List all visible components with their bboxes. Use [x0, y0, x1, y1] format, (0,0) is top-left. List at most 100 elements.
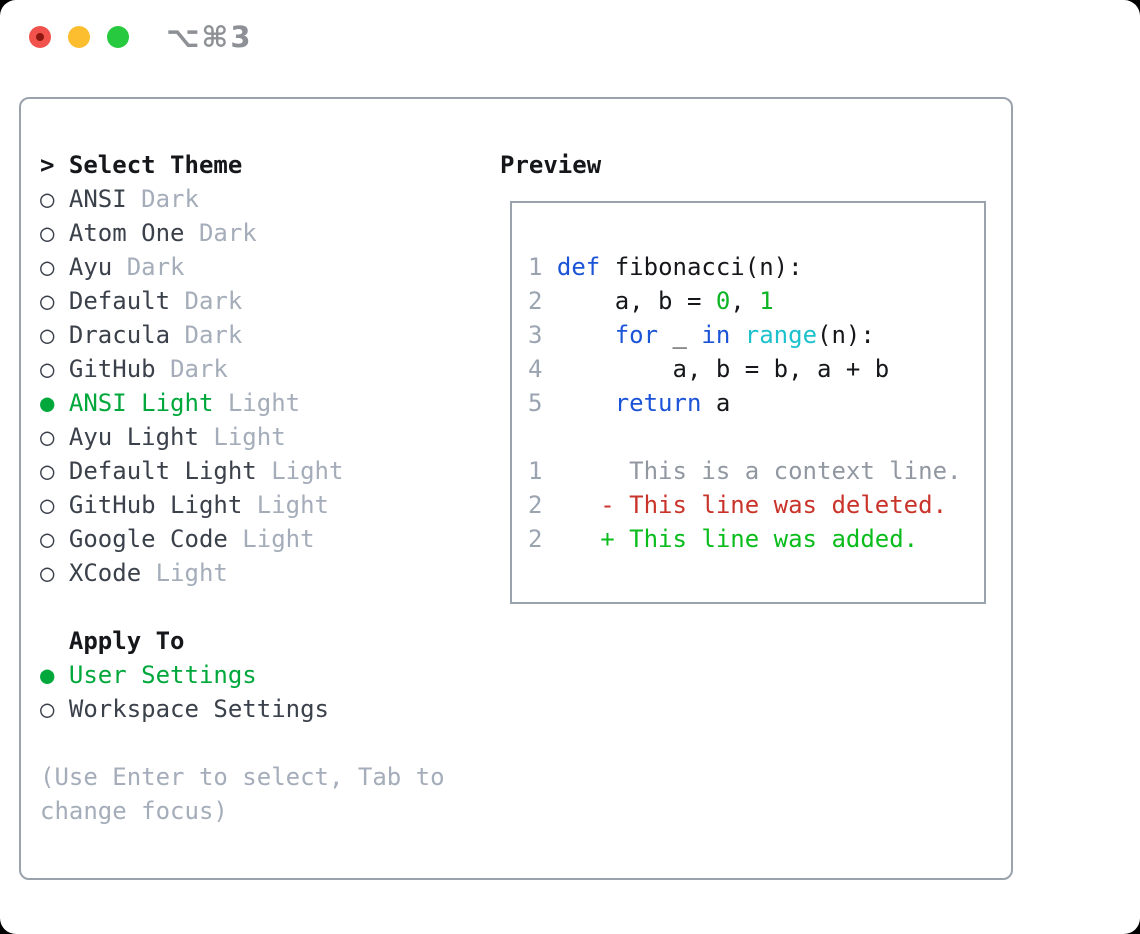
preview-header: Preview [500, 151, 602, 179]
theme-option-dracula[interactable]: ○ Dracula Dark [40, 318, 343, 352]
diff-line: 2 - This line was deleted. [528, 488, 961, 522]
theme-option-github[interactable]: ○ GitHub Dark [40, 352, 343, 386]
theme-name: ANSI [68, 185, 142, 213]
apply-section: Apply To ● User Settings ○ Workspace Sett… [40, 624, 329, 726]
code-token: a [701, 389, 731, 417]
theme-name: Dracula [68, 321, 185, 349]
help-hint-text: (Use Enter to select, Tab to change focu… [40, 763, 460, 825]
radio-empty-icon: ○ [40, 253, 69, 281]
code-token [542, 389, 614, 417]
theme-name: XCode [68, 559, 156, 587]
theme-picker-panel: > Select Theme ○ ANSI Dark○ Atom One Dar… [19, 97, 1013, 880]
line-number: 3 [528, 321, 543, 349]
theme-variant-tag: Dark [141, 185, 199, 213]
theme-option-google-code[interactable]: ○ Google Code Light [40, 522, 343, 556]
theme-name: Default Light [68, 457, 272, 485]
line-number: 2 [528, 287, 543, 315]
theme-name: Ayu Light [68, 423, 214, 451]
code-token: a, b = b, a + b [542, 355, 890, 383]
theme-name: Default [68, 287, 185, 315]
line-number: 2 [528, 525, 543, 553]
keyboard-shortcut-label: ⌥⌘3 [166, 20, 253, 54]
radio-empty-icon: ○ [40, 423, 69, 451]
select-theme-title: Select Theme [68, 151, 243, 179]
theme-name: Google Code [68, 525, 243, 553]
code-token: in [701, 321, 731, 349]
theme-variant-tag: Dark [184, 321, 243, 349]
theme-variant-tag: Dark [126, 253, 185, 281]
code-token: _ [658, 321, 702, 349]
theme-variant-tag: Light [256, 491, 329, 519]
theme-option-xcode[interactable]: ○ XCode Light [40, 556, 343, 590]
apply-options: ● User Settings ○ Workspace Settings [40, 658, 329, 726]
theme-name: GitHub [68, 355, 171, 383]
code-token: - This line was deleted. [542, 491, 948, 519]
code-token: 0 [715, 287, 731, 315]
line-number: 4 [528, 355, 543, 383]
radio-selected-icon: ● [40, 661, 69, 689]
theme-list: ○ ANSI Dark○ Atom One Dark○ Ayu Dark○ De… [40, 182, 343, 590]
theme-name: Ayu [68, 253, 127, 281]
prompt-icon: > [40, 151, 55, 179]
theme-option-atom-one[interactable]: ○ Atom One Dark [40, 216, 343, 250]
line-number: 5 [528, 389, 543, 417]
theme-name: GitHub Light [68, 491, 257, 519]
theme-variant-tag: Light [213, 423, 286, 451]
code-token: 1 [759, 287, 774, 315]
radio-empty-icon: ○ [40, 185, 69, 213]
code-token: fibonacci(n): [600, 253, 803, 281]
code-token: This is a context line. [542, 457, 962, 485]
theme-option-default-light[interactable]: ○ Default Light Light [40, 454, 343, 488]
titlebar: ⌥⌘3 [0, 0, 1140, 74]
theme-variant-tag: Light [242, 525, 315, 553]
code-token: for [614, 321, 659, 349]
theme-option-ayu-light[interactable]: ○ Ayu Light Light [40, 420, 343, 454]
theme-option-default[interactable]: ○ Default Dark [40, 284, 343, 318]
theme-option-github-light[interactable]: ○ GitHub Light Light [40, 488, 343, 522]
minimize-button[interactable] [68, 26, 90, 48]
radio-empty-icon: ○ [40, 321, 69, 349]
code-token: (n): [817, 321, 875, 349]
apply-option-label: Workspace Settings [68, 695, 329, 723]
theme-variant-tag: Dark [170, 355, 228, 383]
code-token: return [614, 389, 702, 417]
theme-variant-tag: Dark [184, 287, 243, 315]
apply-option-user-settings[interactable]: ● User Settings [40, 661, 257, 689]
line-number: 2 [528, 491, 543, 519]
line-number: 1 [528, 253, 543, 281]
radio-empty-icon: ○ [40, 287, 69, 315]
radio-empty-icon: ○ [40, 457, 69, 485]
theme-variant-tag: Light [227, 389, 301, 417]
radio-empty-icon: ○ [40, 491, 69, 519]
theme-option-ayu[interactable]: ○ Ayu Dark [40, 250, 343, 284]
diff-line: 2 + This line was added. [528, 522, 961, 556]
radio-empty-icon: ○ [40, 525, 69, 553]
code-token [542, 253, 556, 281]
apply-option-workspace-settings[interactable]: ○ Workspace Settings [40, 692, 329, 726]
diff-line: 1 This is a context line. [528, 454, 961, 488]
close-button[interactable] [29, 26, 51, 48]
code-line: 4 a, b = b, a + b [528, 352, 961, 386]
diff-preview: 1 This is a context line.2 - This line w… [528, 454, 961, 556]
code-token [542, 321, 614, 349]
radio-empty-icon: ○ [40, 695, 69, 723]
theme-option-ansi-light[interactable]: ● ANSI Light Light [40, 389, 300, 417]
code-token: + This line was added. [542, 525, 919, 553]
code-token: a, b = [542, 287, 716, 315]
theme-name: ANSI Light [68, 389, 228, 417]
radio-selected-icon: ● [40, 389, 69, 417]
line-number: 1 [528, 457, 543, 485]
radio-empty-icon: ○ [40, 559, 69, 587]
radio-empty-icon: ○ [40, 219, 69, 247]
theme-option-ansi[interactable]: ○ ANSI Dark [40, 182, 343, 216]
code-token: range [744, 321, 818, 349]
code-token [730, 321, 744, 349]
apply-to-header: Apply To [68, 627, 185, 655]
code-token: , [730, 287, 760, 315]
code-line: 2 a, b = 0, 1 [528, 284, 961, 318]
zoom-button[interactable] [107, 26, 129, 48]
code-line: 1 def fibonacci(n): [528, 250, 961, 284]
